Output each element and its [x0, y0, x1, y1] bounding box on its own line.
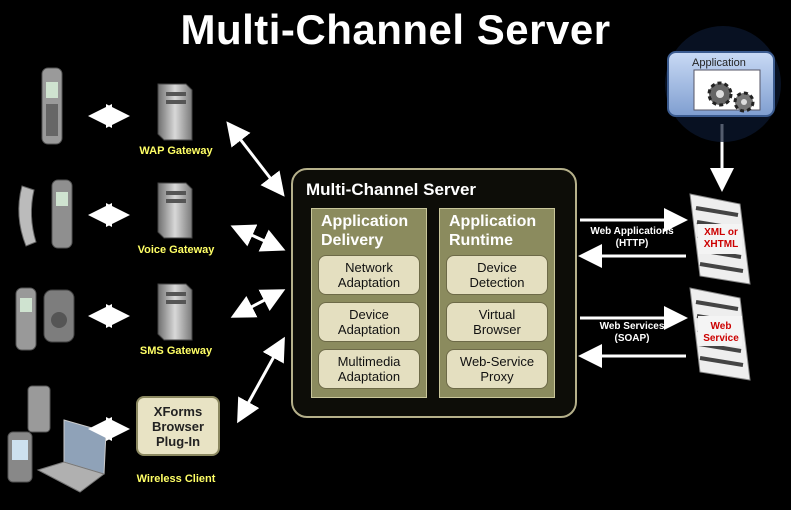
voice-gateway-server-icon [157, 182, 193, 239]
web-service-proxy-box: Web-Service Proxy [446, 349, 548, 389]
network-adaptation-box: Network Adaptation [318, 255, 420, 295]
wireless-client-label: Wireless Client [136, 473, 216, 485]
sms-gateway-label: SMS Gateway [139, 345, 213, 357]
xml-document-icon [689, 193, 751, 285]
wap-gateway-server-icon [157, 83, 193, 141]
network-adaptation-label: Network Adaptation [337, 260, 401, 290]
cordless-phone-icon [18, 179, 73, 249]
web-connection-arrows [578, 124, 734, 368]
pda-and-laptop-icon [7, 385, 107, 493]
device-detection-label: Device Detection [469, 260, 525, 290]
sms-gateway-server-icon [157, 283, 193, 341]
device-adaptation-box: Device Adaptation [318, 302, 420, 342]
web-service-document-icon [689, 287, 751, 381]
web-service-document-label: Web Service [703, 321, 739, 344]
device-gateway-arrows [88, 104, 130, 441]
xml-document-label: XML or XHTML [703, 227, 739, 250]
application-delivery-title: Application Delivery [321, 213, 409, 249]
device-adaptation-label: Device Adaptation [337, 307, 401, 337]
application-runtime-title: Application Runtime [449, 213, 537, 249]
voice-gateway-label: Voice Gateway [137, 244, 215, 256]
gateway-server-arrows [226, 121, 286, 424]
phone-and-pager-icon [15, 287, 75, 351]
web-applications-label: Web Applications (HTTP) [590, 226, 674, 249]
application-gears-icon [665, 26, 781, 142]
device-detection-box: Device Detection [446, 255, 548, 295]
multimedia-adaptation-label: Multimedia Adaptation [337, 354, 401, 384]
application-label: Application [692, 57, 746, 69]
virtual-browser-box: Virtual Browser [446, 302, 548, 342]
wap-gateway-label: WAP Gateway [139, 145, 213, 157]
xforms-plugin-label: XForms Browser Plug-In [151, 403, 205, 449]
virtual-browser-label: Virtual Browser [473, 307, 521, 337]
xforms-plugin-box: XForms Browser Plug-In [136, 396, 220, 456]
web-services-label: Web Services (SOAP) [599, 321, 665, 344]
web-service-proxy-label: Web-Service Proxy [459, 354, 535, 384]
page-title: Multi-Channel Server [180, 6, 611, 53]
server-title: Multi-Channel Server [306, 180, 477, 199]
multimedia-adaptation-box: Multimedia Adaptation [318, 349, 420, 389]
mobile-phone-icon [41, 67, 63, 145]
